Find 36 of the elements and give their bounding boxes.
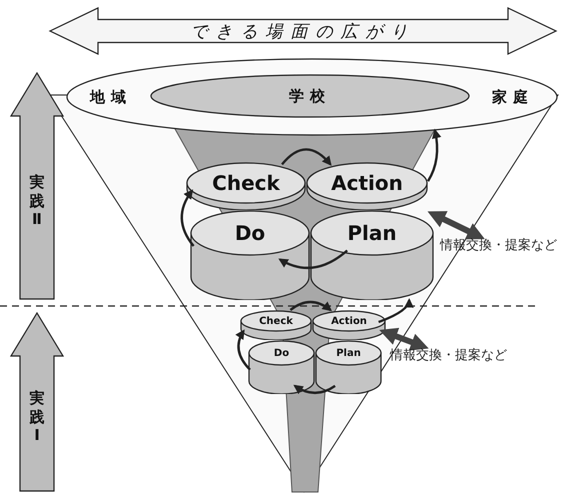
node-label: できる場面の広がり [190, 20, 416, 42]
cylinder [306, 162, 428, 210]
node-label: 実践Ⅰ [29, 388, 45, 446]
node-label: Action [331, 316, 367, 326]
curved-arrow [378, 298, 413, 324]
banner-shape [48, 6, 558, 56]
node-label: Check [259, 316, 293, 326]
ellipse-region [66, 58, 558, 136]
node-label: Do [274, 348, 290, 358]
node-label: Plan [347, 221, 397, 245]
node-label: Action [331, 171, 403, 195]
node-label: 学校 [289, 86, 331, 106]
node-label: Plan [336, 348, 361, 358]
curved-arrow [278, 250, 348, 270]
cylinder [240, 310, 312, 340]
node-label: 地域 [90, 88, 132, 106]
double-arrow [428, 211, 485, 240]
cylinder [312, 310, 386, 340]
node-label: Do [234, 221, 266, 245]
node-label: 実践Ⅱ [29, 172, 45, 230]
ellipse-region [150, 74, 470, 118]
node-label: Check [212, 171, 280, 195]
stage-panel [10, 312, 64, 492]
curved-arrow [180, 189, 195, 247]
curved-arrow [290, 300, 332, 312]
note-text: 情報交換・提案など [390, 346, 507, 364]
cylinder [190, 210, 310, 300]
stage-panel [10, 72, 64, 300]
curved-arrow [236, 329, 251, 371]
node-label: 家庭 [492, 88, 534, 106]
cylinder [315, 340, 382, 394]
cylinder [248, 340, 315, 394]
cylinder [310, 210, 434, 300]
double-arrow [379, 328, 429, 351]
curved-arrow [281, 148, 332, 166]
cylinder [186, 162, 306, 210]
